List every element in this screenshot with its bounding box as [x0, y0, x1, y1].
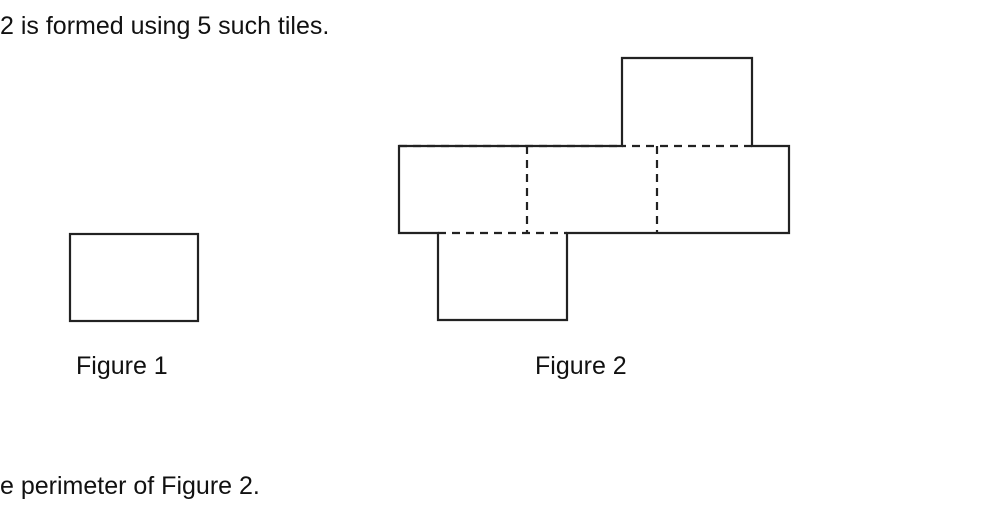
figure2-outline	[397, 56, 791, 322]
figure1-caption: Figure 1	[76, 352, 168, 380]
figure2-shape	[397, 56, 791, 322]
figure1-tile	[68, 232, 200, 323]
figure2-dashed-lines	[399, 144, 752, 235]
figure2-caption: Figure 2	[535, 352, 627, 380]
problem-text-bottom: e perimeter of Figure 2.	[0, 472, 260, 500]
problem-text-top: 2 is formed using 5 such tiles.	[0, 12, 330, 40]
